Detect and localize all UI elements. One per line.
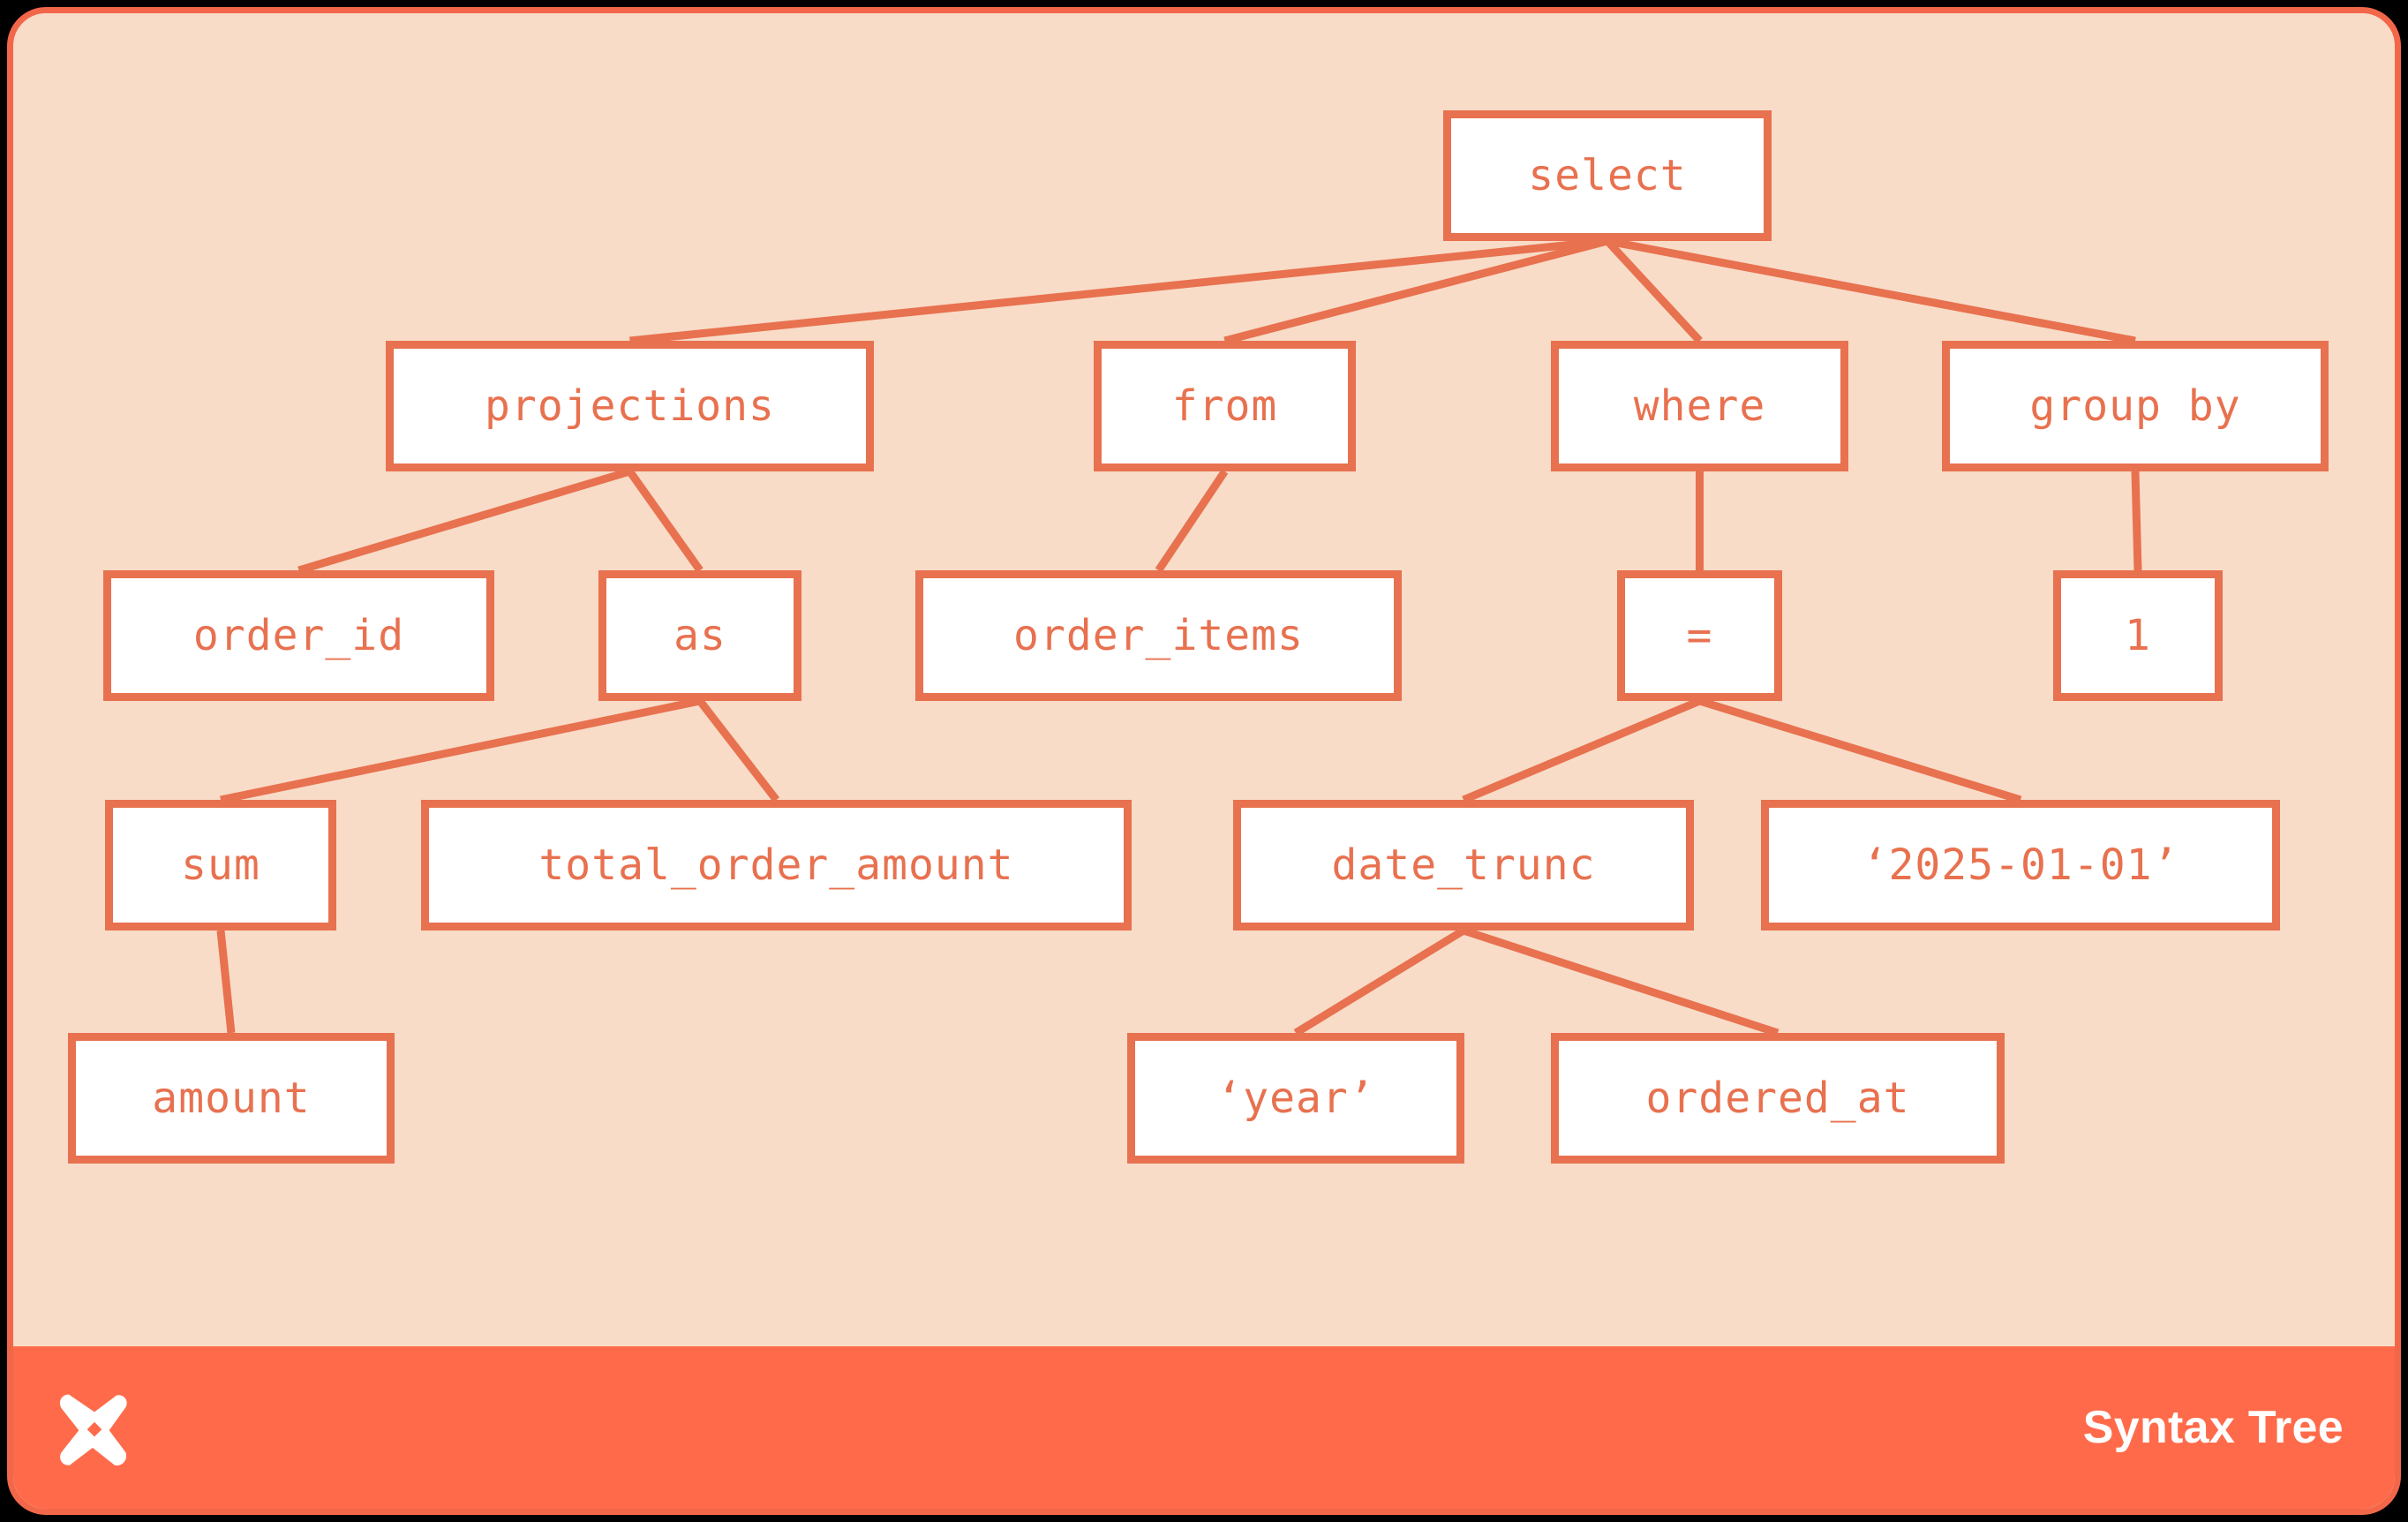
tree-node-label: date_trunc [1331, 840, 1596, 890]
tree-edge [629, 237, 1608, 345]
tree-edges [216, 237, 2142, 1037]
tree-edge [1462, 926, 1780, 1037]
tree-node-projections[interactable]: projections [386, 341, 874, 471]
tree-node-year_lit[interactable]: ‘year’ [1127, 1033, 1464, 1164]
syntax-tree-canvas: select projections from where group by order_… [13, 13, 2395, 1353]
footer-bar: Syntax Tree [13, 1346, 2395, 1509]
tree-edge [1698, 697, 2022, 804]
tree-edge [1604, 237, 1703, 344]
tree-edge [1462, 697, 1702, 804]
tree-edge [1293, 927, 1466, 1036]
diagram-card: select projections from where group by order_… [7, 7, 2401, 1515]
tree-node-ordered_at[interactable]: ordered_at [1551, 1033, 2005, 1164]
tree-node-one[interactable]: 1 [2053, 570, 2223, 701]
tree-node-where[interactable]: where [1551, 341, 1848, 471]
tree-node-label: order_id [192, 611, 405, 660]
tree-node-order_items[interactable]: order_items [915, 570, 1402, 701]
tree-node-label: ordered_at [1645, 1074, 1910, 1123]
tree-edge [220, 697, 701, 804]
tree-node-label: group by [2029, 381, 2241, 431]
tree-node-eq[interactable]: = [1617, 570, 1782, 701]
tree-node-label: where [1633, 381, 1766, 431]
tree-edge [2131, 471, 2142, 571]
tree-node-select[interactable]: select [1443, 110, 1772, 241]
tree-edge [696, 698, 780, 802]
tree-edge [626, 469, 704, 573]
tree-node-label: amount [152, 1074, 311, 1123]
tree-node-sum[interactable]: sum [105, 800, 336, 931]
tree-node-as[interactable]: as [598, 570, 801, 701]
tree-node-label: = [1686, 611, 1713, 660]
tree-edge [1607, 237, 2136, 345]
x-star-logo-icon [59, 1394, 127, 1465]
tree-node-date_trunc[interactable]: date_trunc [1233, 800, 1694, 931]
tree-node-label: sum [181, 840, 260, 890]
tree-node-groupby[interactable]: group by [1942, 341, 2329, 471]
tree-node-label: ‘2025-01-01’ [1862, 840, 2179, 890]
tree-node-amount[interactable]: amount [68, 1033, 395, 1164]
tree-edge [1155, 469, 1229, 573]
tree-node-order_id[interactable]: order_id [103, 570, 494, 701]
footer-title: Syntax Tree [2082, 1402, 2344, 1453]
tree-edge [297, 467, 631, 575]
tree-node-label: select [1528, 151, 1687, 200]
tree-node-label: total_order_amount [538, 840, 1014, 890]
tree-node-label: 1 [2125, 611, 2151, 660]
tree-edge [216, 930, 236, 1034]
tree-node-label: as [673, 611, 726, 660]
tree-node-label: order_items [1013, 611, 1304, 660]
tree-node-label: projections [485, 381, 775, 431]
tree-node-total_amt[interactable]: total_order_amount [421, 800, 1132, 931]
tree-node-from[interactable]: from [1094, 341, 1356, 471]
tree-node-label: ‘year’ [1216, 1074, 1375, 1123]
tree-edge [1223, 237, 1609, 345]
tree-node-label: from [1171, 381, 1278, 431]
tree-node-date_lit[interactable]: ‘2025-01-01’ [1761, 800, 2280, 931]
